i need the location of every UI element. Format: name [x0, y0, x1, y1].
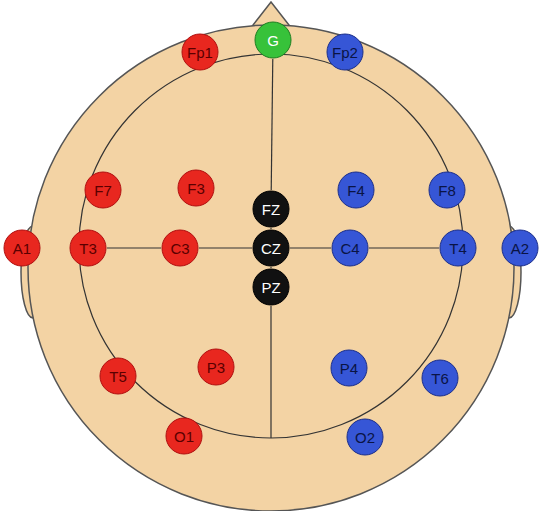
electrode-circle: C3	[161, 229, 199, 267]
electrode-circle: F7	[84, 171, 122, 209]
connector-line	[199, 247, 252, 248]
electrode-circle: C4	[331, 229, 369, 267]
electrode-label: O1	[174, 429, 194, 444]
electrode-label: Fp2	[332, 45, 358, 60]
electrode-circle: P3	[197, 348, 235, 386]
head	[28, 25, 514, 511]
electrode-circle: CZ	[252, 229, 290, 267]
electrode-circle: A2	[501, 229, 539, 267]
connector-line	[369, 247, 439, 248]
electrode-label: T6	[431, 371, 449, 386]
electrode-label: PZ	[261, 280, 280, 295]
electrode-label: F3	[187, 181, 205, 196]
electrode-label: FZ	[262, 202, 280, 217]
electrode-circle: FZ	[252, 190, 290, 228]
electrode-label: Fp1	[187, 45, 213, 60]
electrode-label: F8	[438, 183, 456, 198]
electrode-label: T5	[109, 369, 127, 384]
electrode-label: G	[267, 33, 279, 48]
electrode-label: C4	[340, 241, 359, 256]
electrode-label: O2	[355, 430, 375, 445]
electrode-label: F4	[347, 183, 365, 198]
electrode-label: A1	[13, 241, 31, 256]
electrode-circle: T3	[69, 229, 107, 267]
electrode-circle: Fp1	[181, 33, 219, 71]
electrode-circle: G	[254, 21, 292, 59]
electrode-circle: T5	[99, 357, 137, 395]
electrode-circle: T4	[439, 229, 477, 267]
electrode-circle: P4	[330, 349, 368, 387]
electrode-label: F7	[94, 183, 112, 198]
connector-line	[107, 247, 161, 248]
electrode-circle: F3	[177, 169, 215, 207]
electrode-circle: PZ	[252, 268, 290, 306]
electrode-circle: T6	[421, 359, 459, 397]
connector-line	[271, 59, 273, 190]
connector-line	[270, 267, 271, 268]
electrode-circle: F4	[337, 171, 375, 209]
electrode-label: P4	[340, 361, 358, 376]
electrode-label: CZ	[261, 241, 281, 256]
connector-line	[270, 228, 271, 229]
electrode-label: T4	[449, 241, 467, 256]
connector-line	[290, 247, 331, 248]
electrode-circle: O1	[165, 417, 203, 455]
electrode-label: A2	[511, 241, 529, 256]
electrode-label: P3	[207, 360, 225, 375]
midline	[270, 306, 271, 438]
inner-circle	[79, 54, 463, 438]
electrode-circle: F8	[428, 171, 466, 209]
electrode-label: C3	[170, 241, 189, 256]
electrode-circle: Fp2	[326, 33, 364, 71]
electrode-circle: O2	[346, 418, 384, 456]
electrode-label: T3	[79, 241, 97, 256]
electrode-circle: A1	[3, 229, 41, 267]
